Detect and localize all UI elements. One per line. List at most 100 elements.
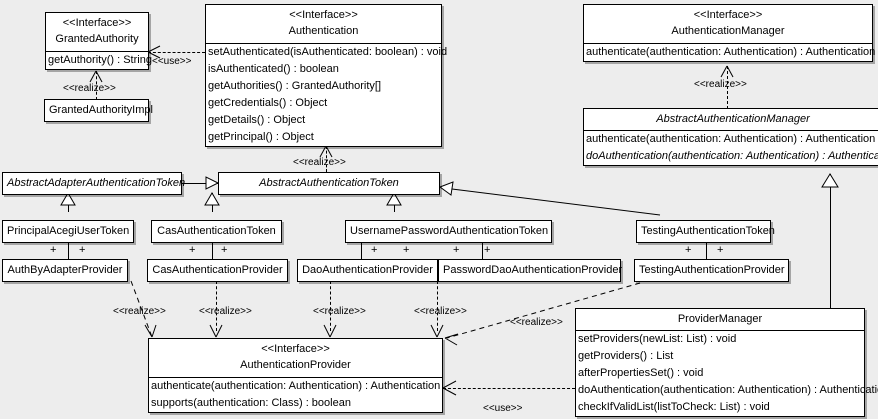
edge-label-realize-granted-authority-impl: <<realize>> xyxy=(63,83,116,94)
class-header-username-password-authentication-token: UsernamePasswordAuthenticationToken xyxy=(346,221,551,242)
edge-userpass-token-up-stub xyxy=(394,193,395,212)
edge-label-realize-dao-provider: <<realize>> xyxy=(313,306,366,317)
class-name-auth-by-adapter-provider: AuthByAdapterProvider xyxy=(7,264,123,276)
class-header-authentication-manager: <<Interface>> AuthenticationManager xyxy=(584,5,872,43)
class-box-granted-authority-impl[interactable]: GrantedAuthorityImpl xyxy=(44,99,153,122)
class-header-dao-authentication-provider: DaoAuthenticationProvider xyxy=(298,260,437,281)
class-members-provider-manager: setProviders(newList: List) : void getPr… xyxy=(576,331,878,416)
class-name-granted-authority-impl: GrantedAuthorityImpl xyxy=(49,104,153,116)
class-divider-authentication-manager xyxy=(584,43,872,44)
class-header-abstract-adapter-authentication-token: AbstractAdapterAuthenticationToken xyxy=(3,173,185,194)
class-header-granted-authority: <<Interface>> GrantedAuthority xyxy=(46,13,148,51)
edge-testing-token-assoc-provider xyxy=(706,241,707,259)
member-authenticate-provider: authenticate(authentication: Authenticat… xyxy=(151,380,441,392)
class-box-cas-authentication-token[interactable]: CasAuthenticationToken xyxy=(151,220,282,243)
class-name-authentication-provider: AuthenticationProvider xyxy=(240,359,351,371)
edge-label-realize-cas-provider: <<realize>> xyxy=(199,306,252,317)
class-name-password-dao-authentication-provider: PasswordDaoAuthenticationProvider xyxy=(443,264,623,276)
class-name-granted-authority: GrantedAuthority xyxy=(55,33,139,45)
class-name-authentication: Authentication xyxy=(288,25,359,37)
class-box-granted-authority[interactable]: <<Interface>> GrantedAuthority getAuthor… xyxy=(45,12,152,70)
edge-passworddao-provider-realizes-line xyxy=(437,281,438,331)
member-is-authenticated: isAuthenticated() : boolean xyxy=(208,63,339,75)
class-box-dao-authentication-provider[interactable]: DaoAuthenticationProvider xyxy=(297,259,438,282)
class-members-abstract-authentication-manager: authenticate(authentication: Authenticat… xyxy=(584,131,878,165)
class-members-authentication-manager: authenticate(authentication: Authenticat… xyxy=(584,44,875,61)
edge-provider-manager-uses-authentication-provider xyxy=(443,388,575,389)
role-marker-testing-token-left: + xyxy=(685,244,692,256)
class-stereotype-authentication: <<Interface>> xyxy=(289,9,358,21)
edge-label-realize-abstract-token: <<realize>> xyxy=(293,157,346,168)
class-header-password-dao-authentication-provider: PasswordDaoAuthenticationProvider xyxy=(439,260,623,281)
member-get-principal: getPrincipal() : Object xyxy=(208,131,314,143)
class-box-cas-authentication-provider[interactable]: CasAuthenticationProvider xyxy=(147,259,288,282)
member-after-properties-set: afterPropertiesSet() : void xyxy=(578,367,704,379)
edge-principal-token-to-adapter-token xyxy=(68,193,69,212)
class-box-provider-manager[interactable]: ProviderManager setProviders(newList: Li… xyxy=(575,308,878,417)
class-header-cas-authentication-provider: CasAuthenticationProvider xyxy=(148,260,287,281)
class-header-testing-authentication-token: TestingAuthenticationToken xyxy=(637,221,775,242)
edge-label-realize-testing-provider: <<realize>> xyxy=(510,317,563,328)
edge-label-use-granted-authority: <<use>> xyxy=(152,56,192,67)
class-box-authentication-provider[interactable]: <<Interface>> AuthenticationProvider aut… xyxy=(148,338,443,413)
class-name-testing-authentication-token: TestingAuthenticationToken xyxy=(641,225,775,237)
class-name-principal-acegi-user-token: PrincipalAcegiUserToken xyxy=(7,225,130,237)
class-divider-authentication-provider xyxy=(149,377,442,378)
class-box-testing-authentication-token[interactable]: TestingAuthenticationToken xyxy=(636,220,775,243)
class-divider-authentication xyxy=(206,43,441,44)
class-box-username-password-authentication-token[interactable]: UsernamePasswordAuthenticationToken xyxy=(345,220,552,243)
class-name-authentication-manager: AuthenticationManager xyxy=(671,25,785,37)
class-header-granted-authority-impl: GrantedAuthorityImpl xyxy=(45,100,153,121)
class-box-authentication[interactable]: <<Interface>> Authentication setAuthenti… xyxy=(205,4,447,147)
class-name-cas-authentication-provider: CasAuthenticationProvider xyxy=(152,264,283,276)
class-stereotype-authentication-provider: <<Interface>> xyxy=(261,343,330,355)
class-header-authentication: <<Interface>> Authentication xyxy=(206,5,441,43)
edge-granted-authority-impl-realizes xyxy=(96,71,97,100)
class-members-granted-authority: getAuthority() : String xyxy=(46,52,152,69)
role-marker-userpass-token-pwd-left: + xyxy=(453,244,460,256)
member-do-authentication-provider-manager: doAuthentication(authentication: Authent… xyxy=(578,384,878,396)
class-members-authentication: setAuthenticated(isAuthenticated: boolea… xyxy=(206,44,447,146)
member-supports-provider: supports(authentication: Class) : boolea… xyxy=(151,397,351,409)
class-name-testing-authentication-provider: TestingAuthenticationProvider xyxy=(639,264,785,276)
edge-cas-provider-realizes-line xyxy=(216,281,217,331)
class-name-provider-manager: ProviderManager xyxy=(677,313,763,325)
edge-provider-manager-to-abstract-manager xyxy=(830,174,831,308)
member-get-providers: getProviders() : List xyxy=(578,350,674,362)
edge-cas-token-up-stub xyxy=(212,193,213,212)
class-stereotype-authentication-manager: <<Interface>> xyxy=(693,9,763,21)
class-box-principal-acegi-user-token[interactable]: PrincipalAcegiUserToken xyxy=(2,220,134,243)
class-box-auth-by-adapter-provider[interactable]: AuthByAdapterProvider xyxy=(2,259,128,282)
class-box-testing-authentication-provider[interactable]: TestingAuthenticationProvider xyxy=(634,259,789,282)
role-marker-userpass-token-dao-right: + xyxy=(403,244,410,256)
class-header-provider-manager: ProviderManager xyxy=(576,309,864,330)
class-name-abstract-authentication-token: AbstractAuthenticationToken xyxy=(259,177,399,189)
class-box-abstract-authentication-token[interactable]: AbstractAuthenticationToken xyxy=(218,172,440,195)
class-header-auth-by-adapter-provider: AuthByAdapterProvider xyxy=(3,260,127,281)
class-box-abstract-authentication-manager[interactable]: AbstractAuthenticationManager authentica… xyxy=(583,108,878,166)
edge-abstract-token-realizes-authentication xyxy=(326,146,327,172)
class-header-abstract-authentication-token: AbstractAuthenticationToken xyxy=(219,173,439,194)
edge-label-realize-abstract-manager: <<realize>> xyxy=(694,79,747,90)
edge-userpass-token-assoc-dao-provider xyxy=(361,241,362,259)
class-members-authentication-provider: authenticate(authentication: Authenticat… xyxy=(149,378,442,412)
class-box-abstract-adapter-authentication-token[interactable]: AbstractAdapterAuthenticationToken xyxy=(2,172,185,195)
member-set-providers: setProviders(newList: List) : void xyxy=(578,333,737,345)
edge-dao-provider-realizes-line xyxy=(330,281,331,331)
edge-adapter-token-to-abstract-token xyxy=(181,183,218,184)
class-header-authentication-provider: <<Interface>> AuthenticationProvider xyxy=(149,339,442,377)
class-divider-provider-manager xyxy=(576,330,864,331)
class-box-password-dao-authentication-provider[interactable]: PasswordDaoAuthenticationProvider xyxy=(438,259,623,282)
member-check-if-valid-list: checkIfValidList(listToCheck: List) : vo… xyxy=(578,401,770,413)
edge-label-realize-auth-by-adapter: <<realize>> xyxy=(113,306,166,317)
class-header-cas-authentication-token: CasAuthenticationToken xyxy=(152,221,281,242)
class-header-testing-authentication-provider: TestingAuthenticationProvider xyxy=(635,260,788,281)
class-name-cas-authentication-token: CasAuthenticationToken xyxy=(157,225,276,237)
edge-cas-token-assoc-provider xyxy=(212,241,213,259)
role-marker-principal-token-left: + xyxy=(50,244,57,256)
class-header-abstract-authentication-manager: AbstractAuthenticationManager xyxy=(584,109,878,130)
class-name-abstract-authentication-manager: AbstractAuthenticationManager xyxy=(656,113,810,125)
class-name-dao-authentication-provider: DaoAuthenticationProvider xyxy=(302,264,433,276)
class-box-authentication-manager[interactable]: <<Interface>> AuthenticationManager auth… xyxy=(583,4,875,62)
